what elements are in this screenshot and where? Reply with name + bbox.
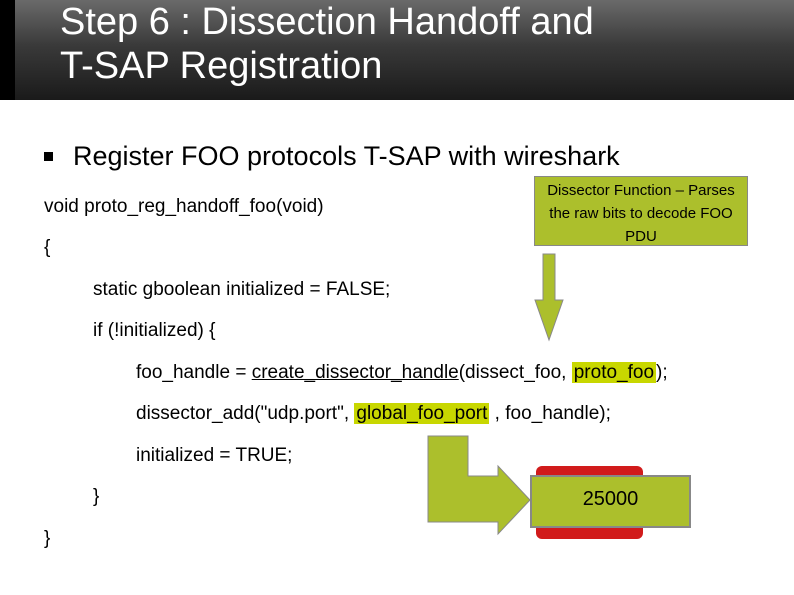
code-line-2: { xyxy=(44,237,51,258)
code-text: ); xyxy=(656,362,668,383)
bullet-text: Register FOO protocols T-SAP with wiresh… xyxy=(73,141,620,171)
code-line-3: static gboolean initialized = FALSE; xyxy=(93,279,391,300)
down-arrow-icon xyxy=(534,253,564,342)
code-text: (dissect_foo, xyxy=(458,362,572,383)
proto-foo-highlight: proto_foo xyxy=(571,362,657,383)
code-line-5: foo_handle = create_dissector_handle(dis… xyxy=(136,362,668,384)
port-value: 25000 xyxy=(582,488,639,510)
code-line-7: initialized = TRUE; xyxy=(136,445,293,466)
port-value-box xyxy=(530,475,691,528)
code-line-4: if (!initialized) { xyxy=(93,320,216,341)
bullet-square-icon xyxy=(44,152,53,161)
code-text: foo_handle = xyxy=(136,362,252,383)
code-line-6: dissector_add("udp.port", global_foo_por… xyxy=(136,403,611,425)
title-bar-gradient xyxy=(15,0,794,100)
elbow-arrow-icon xyxy=(427,435,531,536)
code-line-9: } xyxy=(44,528,51,549)
code-text: dissector_add("udp.port", xyxy=(136,403,355,424)
code-line-8: } xyxy=(93,486,100,507)
code-line-1: void proto_reg_handoff_foo(void) xyxy=(44,196,324,217)
code-text: , foo_handle); xyxy=(489,403,611,424)
dissector-function-callout: Dissector Function – Parses the raw bits… xyxy=(534,176,748,246)
slide-title: Step 6 : Dissection Handoff and T-SAP Re… xyxy=(60,1,594,87)
global-foo-port-highlight: global_foo_port xyxy=(354,403,490,424)
create-dissector-handle-token: create_dissector_handle xyxy=(251,362,459,383)
